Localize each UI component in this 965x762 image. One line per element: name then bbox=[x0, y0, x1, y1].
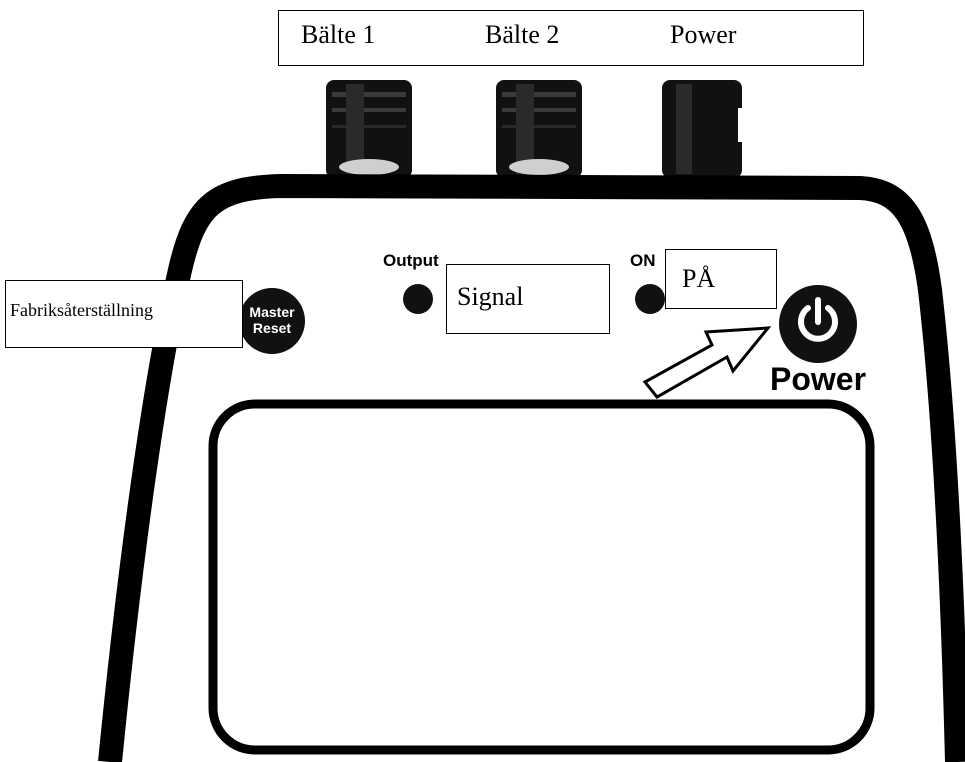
output-led bbox=[403, 284, 433, 314]
on-label: PÅ bbox=[682, 264, 716, 293]
master-reset-line1: Master bbox=[249, 304, 295, 320]
power-button-label: Power bbox=[770, 361, 866, 397]
factory-reset-callout: Fabriksåterställning bbox=[5, 280, 243, 348]
on-led-label: ON bbox=[630, 251, 656, 270]
signal-label: Signal bbox=[457, 282, 524, 311]
on-callout: PÅ bbox=[665, 249, 777, 309]
connector-labels-box: Bälte 1 Bälte 2 Power bbox=[278, 10, 864, 66]
power-button[interactable] bbox=[779, 285, 857, 363]
power-connector-label: Power bbox=[670, 20, 737, 49]
belt-1-label: Bälte 1 bbox=[301, 20, 376, 49]
signal-callout: Signal bbox=[446, 264, 610, 334]
outline-arrow-icon bbox=[642, 326, 772, 399]
connector-belt-2 bbox=[496, 80, 582, 178]
output-led-label: Output bbox=[383, 251, 439, 270]
connector-power bbox=[662, 80, 744, 178]
master-reset-button[interactable]: Master Reset bbox=[239, 288, 305, 354]
connector-belt-1 bbox=[326, 80, 412, 178]
display-window bbox=[208, 399, 875, 755]
master-reset-line2: Reset bbox=[253, 320, 291, 336]
device-body-outline bbox=[98, 174, 965, 762]
belt-2-label: Bälte 2 bbox=[485, 20, 560, 49]
power-symbol-icon bbox=[798, 297, 838, 342]
on-led bbox=[635, 284, 665, 314]
factory-reset-label: Fabriksåterställning bbox=[10, 300, 153, 320]
